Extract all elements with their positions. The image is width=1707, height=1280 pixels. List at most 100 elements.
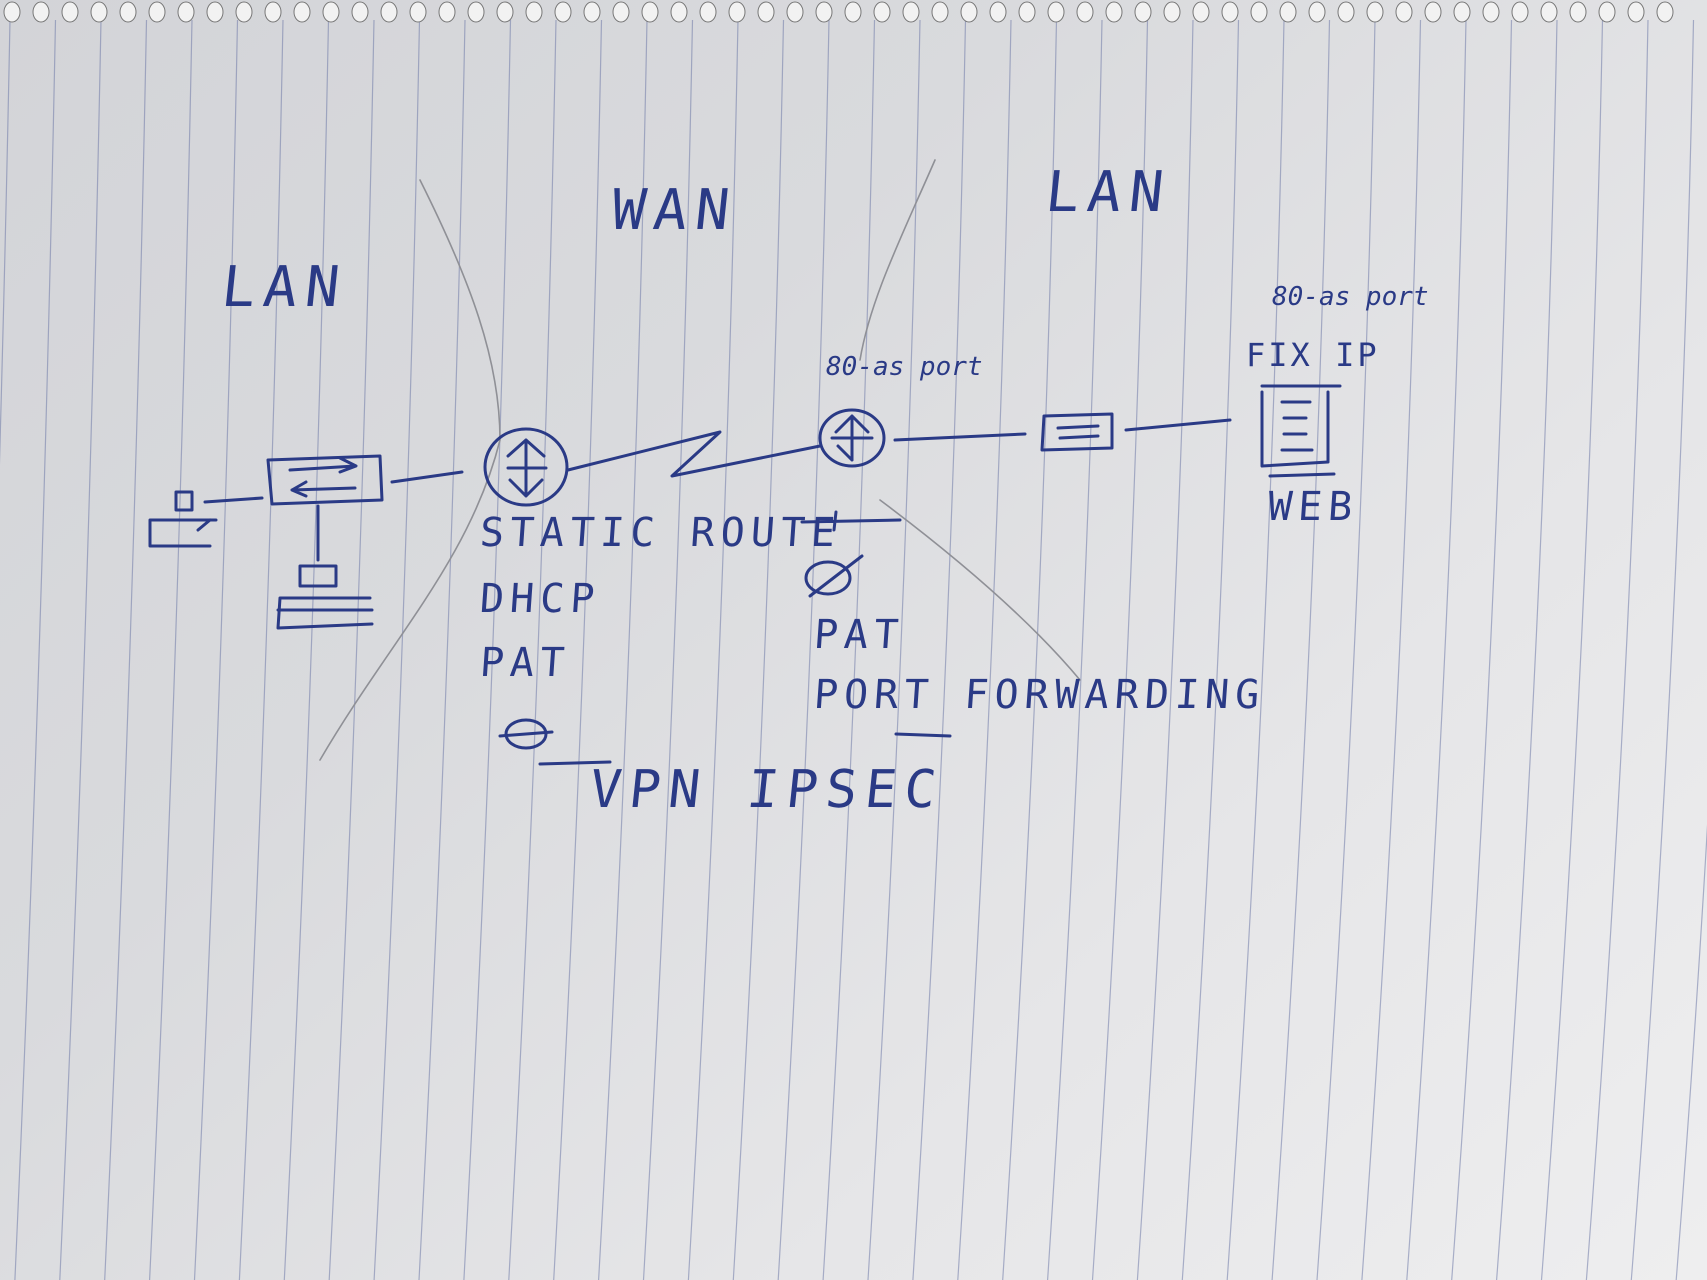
router-left-icon xyxy=(483,427,569,507)
binding-hole xyxy=(351,1,369,23)
binding-hole xyxy=(177,1,195,23)
binding-hole xyxy=(322,1,340,23)
ruled-line xyxy=(1496,19,1558,1280)
ruled-line xyxy=(1630,19,1695,1280)
zone-label-lan-right: LAN xyxy=(1042,160,1175,225)
left-feature-static-route: STATIC ROUTE xyxy=(478,510,843,556)
empty-set-mark-left xyxy=(498,718,554,750)
ruled-line xyxy=(1585,19,1649,1280)
ruled-line xyxy=(777,19,830,1280)
binding-hole xyxy=(148,1,166,23)
binding-hole xyxy=(525,1,543,23)
binding-hole xyxy=(1482,1,1500,23)
ruled-line xyxy=(1047,19,1103,1280)
zone-label-wan: WAN xyxy=(608,178,741,243)
ruled-line xyxy=(14,19,57,1280)
ruled-line xyxy=(553,19,603,1280)
binding-hole xyxy=(612,1,630,23)
binding-hole xyxy=(641,1,659,23)
binding-hole xyxy=(931,1,949,23)
switch-left-icon xyxy=(266,454,384,506)
webserver-ip-label: FIX IP xyxy=(1246,336,1380,374)
binding-hole xyxy=(1018,1,1036,23)
binding-hole xyxy=(728,1,746,23)
binding-hole xyxy=(438,1,456,23)
binding-hole xyxy=(1163,1,1181,23)
ruled-line xyxy=(373,19,421,1280)
ruled-line xyxy=(59,19,102,1280)
ruled-line xyxy=(1271,19,1331,1280)
ruled-line xyxy=(822,19,876,1280)
binding-hole xyxy=(786,1,804,23)
binding-hole xyxy=(1366,1,1384,23)
binding-hole xyxy=(583,1,601,23)
binding-hole xyxy=(989,1,1007,23)
ruled-line xyxy=(418,19,466,1280)
ruled-line xyxy=(238,19,284,1280)
left-feature-dhcp: DHCP xyxy=(478,576,602,622)
binding-hole xyxy=(670,1,688,23)
pc-left-icon xyxy=(148,490,218,548)
binding-hole xyxy=(380,1,398,23)
binding-hole xyxy=(61,1,79,23)
empty-set-mark-right xyxy=(804,554,864,598)
binding-hole xyxy=(119,1,137,23)
right-feature-port-forwarding: PORT FORWARDING xyxy=(812,672,1267,718)
ruled-line xyxy=(1361,19,1422,1280)
ruled-line xyxy=(1002,19,1058,1280)
binding-hole xyxy=(699,1,717,23)
binding-hole xyxy=(293,1,311,23)
ruled-line xyxy=(598,19,648,1280)
binding-hole xyxy=(32,1,50,23)
binding-hole xyxy=(1569,1,1587,23)
underline-vpn-left xyxy=(538,760,612,766)
binding-hole xyxy=(467,1,485,23)
ruled-line xyxy=(1316,19,1376,1280)
pencil-line-wan-lan xyxy=(859,159,936,361)
binding-hole xyxy=(815,1,833,23)
ruled-line xyxy=(642,19,694,1280)
ruled-line xyxy=(0,19,11,465)
webserver-port-label: 80-as port xyxy=(1272,282,1429,312)
ruled-line xyxy=(1226,19,1285,1280)
binding-hole xyxy=(902,1,920,23)
binding-hole xyxy=(1656,1,1674,23)
binding-hole xyxy=(235,1,253,23)
binding-hole xyxy=(1047,1,1065,23)
binding-hole xyxy=(90,1,108,23)
binding-hole xyxy=(873,1,891,23)
link-router-switch xyxy=(893,432,1027,442)
binding-hole xyxy=(3,1,21,23)
ruled-line xyxy=(1181,19,1240,1280)
binding-hole xyxy=(1627,1,1645,23)
ruled-line xyxy=(1136,19,1194,1280)
binding-hole xyxy=(960,1,978,23)
binding-hole xyxy=(757,1,775,23)
binding-hole xyxy=(1250,1,1268,23)
underline-port-forwarding xyxy=(894,732,952,738)
ruled-line xyxy=(1675,824,1707,1280)
binding-hole xyxy=(554,1,572,23)
pencil-line-curve-right xyxy=(879,499,1081,681)
binding-hole xyxy=(496,1,514,23)
ruled-line xyxy=(732,19,785,1280)
binding-hole xyxy=(1424,1,1442,23)
ruled-line xyxy=(912,19,967,1280)
binding-hole xyxy=(844,1,862,23)
wan-serial-link xyxy=(566,430,822,478)
webserver-name-label: WEB xyxy=(1266,484,1360,530)
binding-hole xyxy=(1540,1,1558,23)
pc-bottom-icon xyxy=(276,564,374,630)
switch-right-icon xyxy=(1040,412,1114,452)
ruled-line xyxy=(957,19,1012,1280)
web-server-icon xyxy=(1260,384,1342,478)
binding-hole xyxy=(1221,1,1239,23)
binding-hole xyxy=(1395,1,1413,23)
pencil-divider-lines xyxy=(319,159,1081,761)
binding-hole xyxy=(1598,1,1616,23)
ruled-line xyxy=(687,19,739,1280)
ruled-line xyxy=(1406,19,1467,1280)
